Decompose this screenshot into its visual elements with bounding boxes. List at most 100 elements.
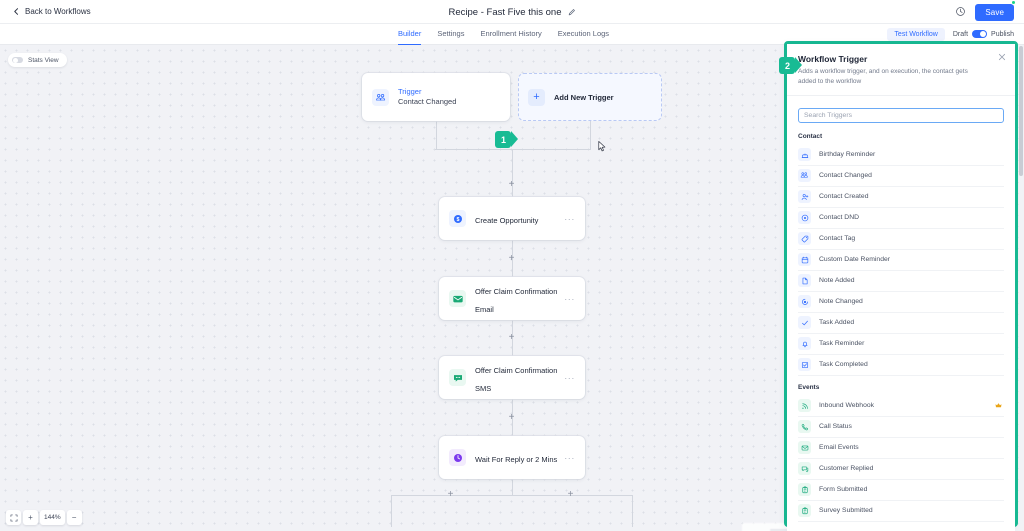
phone-icon — [798, 420, 811, 433]
toggle-knob — [980, 31, 986, 37]
node-add-new-trigger[interactable]: + Add New Trigger — [518, 73, 662, 121]
trigger-item-task-added[interactable]: Task Added — [798, 313, 1004, 334]
add-step-plus-4[interactable] — [507, 413, 516, 422]
panel-header: Workflow Trigger Adds a workflow trigger… — [787, 44, 1015, 96]
panel-search-area — [787, 96, 1015, 125]
node-trigger-text: Trigger Contact Changed — [398, 87, 500, 106]
node-offer-claim-confirmation-email[interactable]: Offer Claim Confirmation Email ··· — [439, 277, 585, 320]
top-bar-actions: Save — [955, 2, 1014, 21]
mouse-cursor-icon — [596, 140, 607, 153]
user-plus-icon — [798, 190, 811, 203]
node-create-opportunity-text: Create Opportunity — [475, 210, 558, 228]
tab-list: Builder Settings Enrollment History Exec… — [398, 24, 609, 45]
webhook-icon — [798, 399, 811, 412]
dnd-icon — [798, 211, 811, 224]
page-title: Recipe - Fast Five this one — [449, 7, 562, 18]
add-step-plus-branch-right[interactable] — [566, 490, 575, 499]
back-to-workflows-label: Back to Workflows — [25, 7, 91, 16]
trigger-label: Call Status — [819, 423, 852, 430]
save-button[interactable]: Save — [975, 4, 1014, 21]
publish-toggle[interactable] — [972, 30, 987, 38]
trigger-item-birthday-reminder[interactable]: Birthday Reminder — [798, 145, 1004, 166]
stats-view-switch[interactable] — [12, 57, 23, 64]
add-step-plus-branch-left[interactable] — [446, 490, 455, 499]
trigger-list[interactable]: Contact Birthday Reminder Contact Change… — [787, 125, 1015, 531]
trigger-item-note-changed[interactable]: Note Changed — [798, 292, 1004, 313]
close-icon[interactable] — [998, 53, 1006, 61]
trigger-item-survey-submitted[interactable]: Survey Submitted — [798, 501, 1004, 522]
node-menu-icon[interactable]: ··· — [564, 214, 575, 224]
trigger-item-task-reminder[interactable]: Task Reminder — [798, 334, 1004, 355]
add-step-plus-2[interactable] — [507, 254, 516, 263]
trigger-label: Task Completed — [819, 361, 868, 368]
node-offer-claim-confirmation-email-title: Offer Claim Confirmation Email — [475, 287, 557, 314]
trigger-item-custom-date-reminder[interactable]: Custom Date Reminder — [798, 250, 1004, 271]
trigger-item-customer-replied[interactable]: Customer Replied — [798, 459, 1004, 480]
trigger-label: Task Reminder — [819, 340, 864, 347]
connector-branch-horizontal — [391, 495, 632, 496]
trigger-label: Task Added — [819, 319, 854, 326]
trigger-item-contact-tag[interactable]: Contact Tag — [798, 229, 1004, 250]
node-offer-claim-confirmation-sms-text: Offer Claim Confirmation SMS — [475, 360, 558, 396]
fit-screen-button[interactable] — [6, 510, 21, 525]
tab-builder[interactable]: Builder — [398, 24, 421, 45]
test-workflow-button[interactable]: Test Workflow — [887, 28, 944, 41]
envelope-icon — [798, 441, 811, 454]
publish-toggle-group: Draft Publish — [953, 30, 1014, 38]
tag-icon — [798, 232, 811, 245]
zoom-level-label[interactable]: 144% — [40, 510, 65, 525]
plus-icon: + — [528, 89, 545, 106]
tab-execution-logs[interactable]: Execution Logs — [558, 24, 609, 45]
clipboard-icon — [798, 504, 811, 517]
trigger-item-form-submitted[interactable]: Form Submitted — [798, 480, 1004, 501]
node-offer-claim-confirmation-sms[interactable]: Offer Claim Confirmation SMS ··· — [439, 356, 585, 399]
bell-icon — [798, 337, 811, 350]
back-to-workflows-button[interactable]: Back to Workflows — [13, 7, 91, 16]
fit-screen-icon — [10, 514, 18, 522]
trigger-label: Customer Replied — [819, 465, 873, 472]
trigger-item-email-events[interactable]: Email Events — [798, 438, 1004, 459]
trigger-item-note-added[interactable]: Note Added — [798, 271, 1004, 292]
pencil-icon[interactable] — [568, 8, 576, 16]
trigger-item-inbound-webhook[interactable]: Inbound Webhook — [798, 396, 1004, 417]
svg-text:$: $ — [456, 217, 459, 223]
stats-view-label: Stats View — [28, 57, 59, 64]
group-header-contact: Contact — [798, 133, 1004, 140]
trigger-item-contact-changed[interactable]: Contact Changed — [798, 166, 1004, 187]
trigger-item-task-completed[interactable]: Task Completed — [798, 355, 1004, 376]
node-wait-for-reply-text: Wait For Reply or 2 Mins — [475, 449, 558, 467]
stats-view-toggle[interactable]: Stats View — [8, 53, 67, 67]
connector-wait-down — [512, 479, 513, 496]
sms-icon — [449, 369, 466, 386]
trigger-item-contact-created[interactable]: Contact Created — [798, 187, 1004, 208]
stats-view-knob — [13, 58, 18, 63]
node-menu-icon[interactable]: ··· — [564, 294, 575, 304]
trigger-item-contact-dnd[interactable]: Contact DND — [798, 208, 1004, 229]
node-wait-for-reply[interactable]: Wait For Reply or 2 Mins ··· — [439, 436, 585, 479]
node-menu-icon[interactable]: ··· — [564, 453, 575, 463]
tab-settings[interactable]: Settings — [437, 24, 464, 45]
task-completed-icon — [798, 358, 811, 371]
opportunity-icon: $ — [449, 210, 466, 227]
add-step-plus-3[interactable] — [507, 333, 516, 342]
search-triggers-input[interactable] — [798, 108, 1004, 123]
trigger-item-call-status[interactable]: Call Status — [798, 417, 1004, 438]
connector-add-down — [590, 121, 591, 150]
zoom-out-button[interactable]: − — [67, 510, 82, 525]
clock-icon — [449, 449, 466, 466]
trigger-label: Contact DND — [819, 214, 859, 221]
clock-history-icon[interactable] — [955, 6, 966, 17]
node-create-opportunity[interactable]: $ Create Opportunity ··· — [439, 197, 585, 240]
node-trigger[interactable]: Trigger Contact Changed — [362, 73, 510, 121]
zoom-in-button[interactable]: + — [23, 510, 38, 525]
page-scrollbar-thumb[interactable] — [1019, 46, 1023, 176]
add-step-plus-1[interactable] — [507, 180, 516, 189]
chevron-left-icon — [13, 8, 20, 15]
top-bar: Back to Workflows Recipe - Fast Five thi… — [0, 0, 1024, 24]
node-menu-icon[interactable]: ··· — [564, 373, 575, 383]
node-trigger-subtitle: Contact Changed — [398, 97, 500, 107]
trigger-label: Contact Tag — [819, 235, 855, 242]
tab-enrollment-history[interactable]: Enrollment History — [480, 24, 541, 45]
trigger-label: Form Submitted — [819, 486, 867, 493]
